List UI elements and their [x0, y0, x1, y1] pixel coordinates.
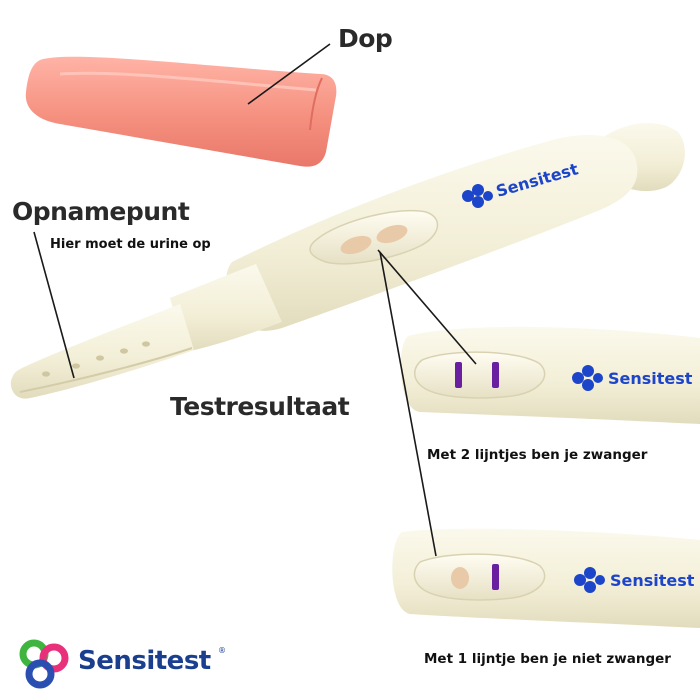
label-hier: Hier moet de urine op	[50, 237, 211, 252]
result-negative-brand-text: Sensitest	[610, 571, 695, 590]
control-line	[455, 362, 462, 388]
label-one-line: Met 1 lijntje ben je niet zwanger	[424, 651, 671, 667]
cap-illustration	[25, 56, 337, 167]
pointer-dop	[247, 43, 331, 105]
pregnancy-test-illustration: Sensitest	[10, 122, 685, 399]
device-brand-icon	[462, 184, 493, 208]
pointer-window-to-positive	[377, 249, 477, 365]
sensitest-logo: Sensitest ®	[18, 636, 228, 692]
pointer-window-to-negative	[379, 251, 437, 557]
label-dop: Dop	[338, 24, 393, 53]
brand-mark-icon	[574, 567, 605, 593]
logo-registered-mark: ®	[218, 646, 226, 655]
test-line	[492, 362, 499, 388]
pointer-lines	[33, 43, 477, 557]
label-testresultaat: Testresultaat	[170, 392, 350, 421]
logo-text: Sensitest	[78, 646, 211, 676]
brand-mark-icon	[572, 365, 603, 391]
sensitest-logo-icon	[19, 639, 69, 689]
label-two-lines: Met 2 lijntjes ben je zwanger	[427, 447, 648, 463]
label-opnamepunt: Opnamepunt	[12, 197, 190, 226]
pointer-opnamepunt	[33, 231, 75, 379]
result-positive-brand-text: Sensitest	[608, 369, 693, 388]
control-line	[492, 564, 499, 590]
result-negative-illustration: Sensitest	[392, 528, 700, 628]
result-positive-illustration: Sensitest	[400, 326, 700, 424]
